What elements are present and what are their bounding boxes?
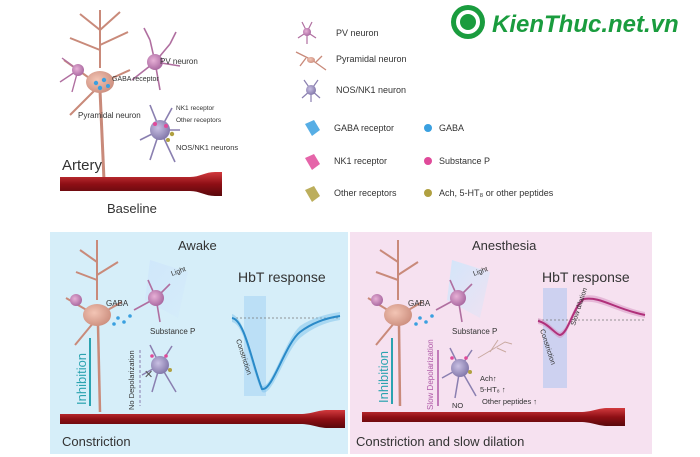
- legend-label-other-receptors: Other receptors: [334, 188, 397, 198]
- anesthesia-hbt-title: HbT response: [542, 269, 630, 285]
- legend-label-gaba-receptor: GABA receptor: [334, 123, 394, 133]
- anesthesia-hbt-band: [538, 295, 645, 338]
- anesthesia-slow-depolarization-label: Slow Depolarization: [426, 339, 435, 410]
- legend-substance-p-icon: [424, 157, 432, 165]
- baseline-label-pv-neuron: PV neuron: [160, 57, 198, 66]
- baseline-caption: Baseline: [107, 201, 157, 216]
- anesthesia-other-peptides-label: Other peptides ↑: [482, 397, 537, 406]
- anesthesia-ach-label: Ach↑: [480, 374, 497, 383]
- legend-gaba-icon: [424, 124, 432, 132]
- watermark-logo-icon: KienThuc.net.vn: [451, 5, 679, 39]
- baseline-label-gaba-receptor: GABA receptor: [112, 76, 159, 83]
- awake-panel: Awake Light GABA Substance P Inhibiti: [50, 232, 348, 454]
- anesthesia-no-label: NO: [452, 401, 463, 410]
- anesthesia-gaba-label: GABA: [408, 299, 431, 308]
- awake-block-icon: ✕: [144, 368, 153, 381]
- anesthesia-panel: Anesthesia Light GABA Substance P: [350, 232, 652, 454]
- awake-no-depolarization-label: No Depolarization: [127, 350, 136, 410]
- legend-label-nos-nk1-neuron: NOS/NK1 neuron: [336, 85, 406, 95]
- baseline-label-nos-nk1-neurons: NOS/NK1 neurons: [176, 143, 238, 152]
- baseline-label-nk1-receptor: NK1 receptor: [176, 105, 215, 112]
- legend: PV neuron Pyramidal neuron NOS/NK1 neuro…: [295, 21, 554, 202]
- legend-peptides-icon: [424, 189, 432, 197]
- awake-gaba-label: GABA: [106, 299, 129, 308]
- awake-hbt-curve: [231, 315, 341, 390]
- awake-light-label: Light: [170, 266, 187, 278]
- anesthesia-substance-p-label: Substance P: [452, 327, 497, 336]
- legend-label-substance-p: Substance P: [439, 156, 490, 166]
- anesthesia-5ht-label: 5-HT₈ ↑: [480, 385, 506, 394]
- awake-hbt-title: HbT response: [238, 269, 326, 285]
- legend-other-receptors-icon: [305, 186, 320, 202]
- baseline-label-artery: Artery: [62, 157, 103, 174]
- svg-text:KienThuc.net.vn: KienThuc.net.vn: [492, 11, 679, 38]
- baseline-label-pyramidal-neuron: Pyramidal neuron: [78, 111, 141, 120]
- legend-label-gaba: GABA: [439, 123, 464, 133]
- baseline-label-other-receptors: Other receptors: [176, 117, 222, 124]
- legend-label-nk1-receptor: NK1 receptor: [334, 156, 387, 166]
- anesthesia-artery: [362, 408, 625, 426]
- legend-label-peptides: Ach, 5-HT₈ or other peptides: [439, 188, 554, 198]
- awake-stimulus-window: [244, 296, 266, 396]
- anesthesia-gaba-dots-icon: [414, 314, 434, 326]
- awake-inhibition-label: Inhibition: [74, 353, 89, 405]
- awake-artery: [60, 410, 345, 428]
- awake-title: Awake: [178, 238, 217, 253]
- anesthesia-hbt-curve: [537, 297, 646, 337]
- baseline-gaba-receptors-icon: [93, 77, 110, 91]
- awake-substance-p-label: Substance P: [150, 327, 195, 336]
- awake-gaba-dots-icon: [112, 314, 132, 326]
- awake-caption: Constriction: [62, 434, 131, 449]
- legend-gaba-receptor-icon: [305, 120, 320, 136]
- anesthesia-caption: Constriction and slow dilation: [356, 434, 524, 449]
- legend-label-pyramidal-neuron: Pyramidal neuron: [336, 54, 407, 64]
- anesthesia-stimulus-window: [543, 288, 567, 388]
- legend-label-pv-neuron: PV neuron: [336, 28, 379, 38]
- baseline-artery: [60, 172, 222, 196]
- anesthesia-light-label: Light: [472, 266, 489, 278]
- baseline-pyramidal-neuron: [63, 10, 131, 181]
- legend-nk1-receptor-icon: [305, 154, 320, 170]
- watermark: KienThuc.net.vn: [448, 2, 698, 42]
- baseline-panel: GABA receptor PV neuron Pyramidal neuron…: [59, 10, 238, 216]
- anesthesia-title: Anesthesia: [472, 238, 537, 253]
- anesthesia-inhibition-label: Inhibition: [376, 351, 391, 403]
